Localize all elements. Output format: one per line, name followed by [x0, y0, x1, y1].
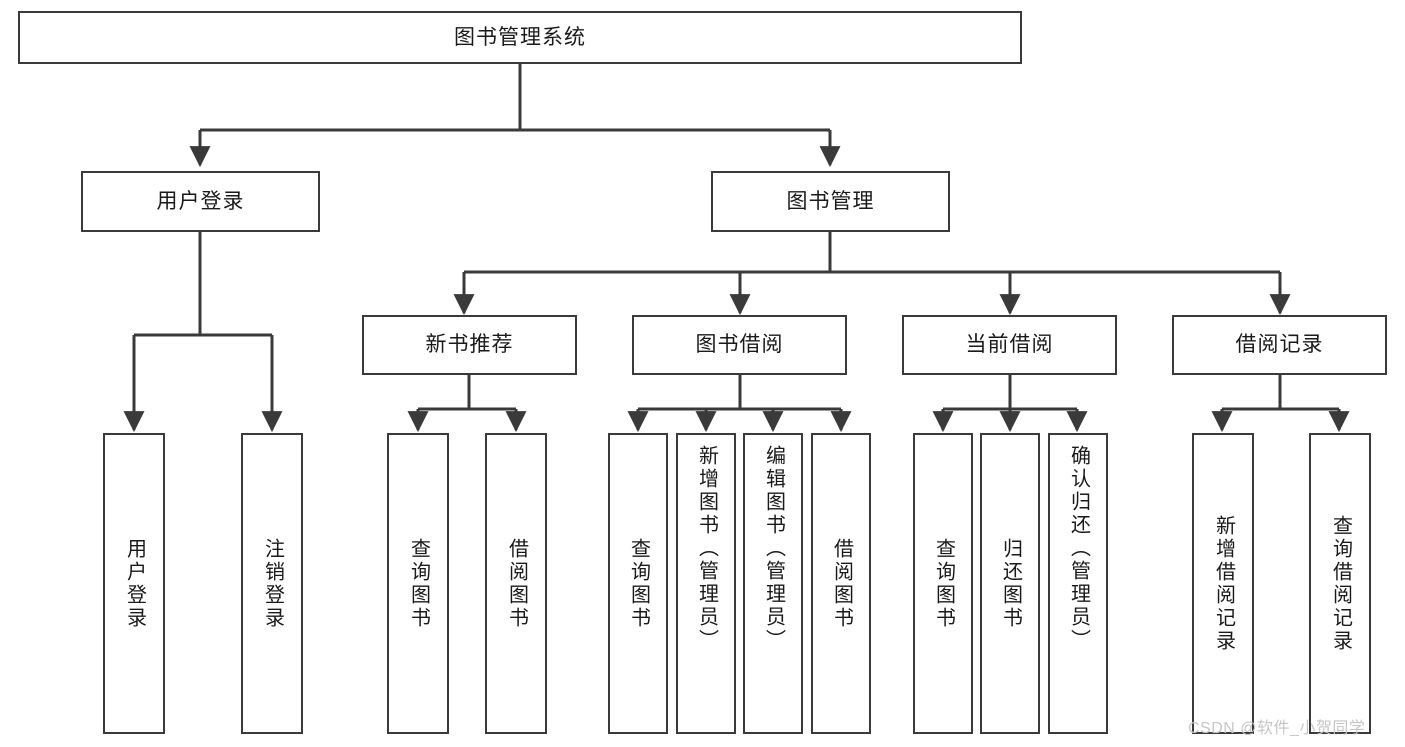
node-current-borrow[interactable]: 当前借阅	[902, 315, 1117, 375]
node-leaf-confirm-return-admin[interactable]: 确认归还（管理员）	[1048, 433, 1108, 734]
node-root[interactable]: 图书管理系统	[18, 11, 1022, 64]
node-current-borrow-label: 当前借阅	[965, 333, 1054, 357]
node-leaf-query-borrow-record[interactable]: 查询借阅记录	[1309, 433, 1371, 734]
node-leaf-current-query-book[interactable]: 查询图书	[913, 433, 973, 734]
node-borrow-record[interactable]: 借阅记录	[1172, 315, 1387, 375]
node-new-book-recommend-label: 新书推荐	[425, 333, 514, 357]
node-leaf-return-book[interactable]: 归还图书	[980, 433, 1040, 734]
node-leaf-add-borrow-record[interactable]: 新增借阅记录	[1192, 433, 1254, 734]
node-leaf-user-logout-label: 注销登录	[261, 537, 284, 630]
node-borrow-record-label: 借阅记录	[1235, 333, 1324, 357]
node-book-management-label: 图书管理	[786, 189, 875, 213]
node-leaf-add-book-admin[interactable]: 新增图书（管理员）	[676, 433, 736, 734]
node-leaf-user-login-label: 用户登录	[123, 537, 146, 630]
node-leaf-borrow-book[interactable]: 借阅图书	[811, 433, 871, 734]
node-leaf-borrow-query-book[interactable]: 查询图书	[608, 433, 668, 734]
node-leaf-return-book-label: 归还图书	[999, 537, 1022, 630]
node-leaf-add-borrow-record-label: 新增借阅记录	[1212, 514, 1235, 653]
csdn-watermark: CSDN @软件_小贺同学	[1188, 720, 1366, 737]
node-leaf-recommend-borrow-book[interactable]: 借阅图书	[485, 433, 547, 734]
node-book-borrow[interactable]: 图书借阅	[632, 315, 847, 375]
node-leaf-edit-book-admin-label: 编辑图书（管理员）	[762, 445, 785, 652]
node-new-book-recommend[interactable]: 新书推荐	[362, 315, 577, 375]
node-leaf-edit-book-admin[interactable]: 编辑图书（管理员）	[743, 433, 803, 734]
node-user-login-label: 用户登录	[156, 189, 245, 213]
node-leaf-borrow-query-book-label: 查询图书	[627, 537, 650, 630]
node-leaf-current-query-book-label: 查询图书	[932, 537, 955, 630]
node-root-label: 图书管理系统	[454, 25, 586, 49]
node-leaf-recommend-query-book-label: 查询图书	[407, 537, 430, 630]
node-leaf-user-login[interactable]: 用户登录	[103, 433, 165, 734]
node-leaf-add-book-admin-label: 新增图书（管理员）	[695, 445, 718, 652]
node-leaf-borrow-book-label: 借阅图书	[830, 537, 853, 630]
node-book-borrow-label: 图书借阅	[695, 333, 784, 357]
node-book-management[interactable]: 图书管理	[711, 171, 950, 232]
node-user-login[interactable]: 用户登录	[81, 171, 320, 232]
node-leaf-user-logout[interactable]: 注销登录	[241, 433, 303, 734]
node-leaf-recommend-query-book[interactable]: 查询图书	[387, 433, 449, 734]
node-leaf-recommend-borrow-book-label: 借阅图书	[505, 537, 528, 630]
node-leaf-confirm-return-admin-label: 确认归还（管理员）	[1067, 445, 1090, 652]
node-leaf-query-borrow-record-label: 查询借阅记录	[1329, 514, 1352, 653]
